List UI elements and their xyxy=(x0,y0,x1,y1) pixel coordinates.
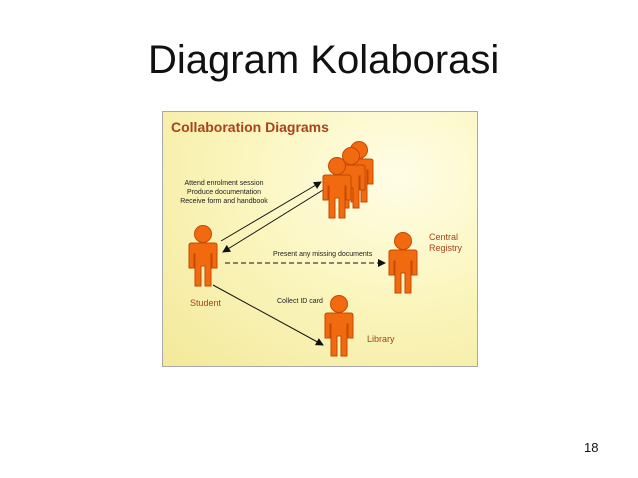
page-number: 18 xyxy=(584,440,599,455)
central-registry-label: Central Registry xyxy=(429,232,462,254)
library-figure xyxy=(324,295,354,357)
message-present-documents: Present any missing documents xyxy=(273,251,373,258)
central-registry-figure xyxy=(388,232,418,294)
message-produce: Produce documentation xyxy=(187,189,261,196)
staff-messages: Attend enrolment session Produce documen… xyxy=(178,179,270,206)
arrow-staff-to-student xyxy=(222,189,324,253)
diagram-canvas xyxy=(188,141,418,357)
library-label: Library xyxy=(367,334,395,344)
message-collect-id: Collect ID card xyxy=(277,298,323,305)
arrow-student-to-library xyxy=(212,284,324,346)
arrow-student-to-staff xyxy=(220,181,322,242)
message-attend: Attend enrolment session xyxy=(184,180,264,187)
slide-title: Diagram Kolaborasi xyxy=(148,38,500,82)
student-label: Student xyxy=(190,298,222,308)
diagram-title: Collaboration Diagrams xyxy=(171,119,329,135)
collaboration-diagram: Collaboration Diagrams Attend enrolment … xyxy=(162,111,478,367)
central-registry-label-line1: Central xyxy=(429,232,459,242)
central-registry-label-line2: Registry xyxy=(429,243,463,253)
message-receive: Receive form and handbook xyxy=(180,198,268,205)
student-figure xyxy=(188,225,218,287)
